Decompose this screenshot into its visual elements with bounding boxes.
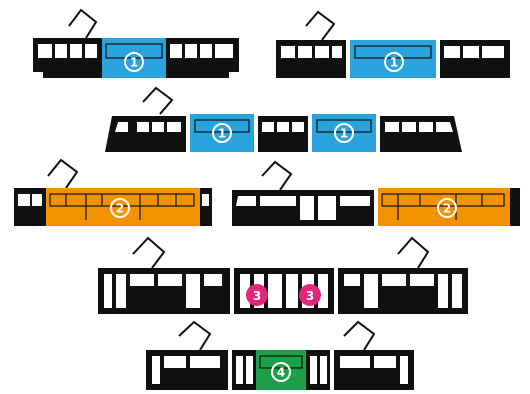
tram-1: 1: [33, 10, 239, 78]
class-badge: 3: [246, 284, 268, 306]
pantograph: [48, 160, 77, 188]
tram-6: 3 3: [98, 238, 468, 314]
pantograph: [262, 162, 291, 190]
tram-car-rear: [200, 188, 212, 226]
tram-2: 1: [276, 12, 510, 78]
tram-3: 1 1: [105, 88, 462, 152]
tram-5: 2: [232, 162, 520, 226]
badge-label: 2: [116, 202, 124, 216]
tram-car-rear: [380, 116, 462, 152]
tram-7: 4: [146, 322, 414, 390]
badge-label: 1: [340, 127, 348, 141]
pantograph: [133, 238, 164, 268]
tram-car-front: [276, 40, 346, 78]
pantograph: [143, 88, 172, 114]
tram-4: 2: [14, 160, 212, 226]
badge-label: 2: [443, 202, 451, 216]
tram-car-rear: [510, 188, 520, 226]
badge-label: 1: [130, 56, 138, 70]
pantograph: [344, 322, 374, 350]
class-badge: 3: [299, 284, 321, 306]
pantograph: [398, 238, 428, 268]
tram-car-joint: [258, 116, 308, 152]
badge-label: 1: [218, 127, 226, 141]
badge-label: 4: [277, 366, 285, 380]
tram-car-front: [14, 188, 46, 226]
pantograph: [179, 322, 210, 350]
badge-label: 3: [253, 289, 261, 303]
badge-label: 3: [306, 289, 314, 303]
badge-label: 1: [390, 56, 398, 70]
pantograph: [306, 12, 334, 40]
pantograph: [69, 10, 96, 38]
tram-car-rear: [440, 40, 510, 78]
tram-car-front: [105, 116, 186, 152]
